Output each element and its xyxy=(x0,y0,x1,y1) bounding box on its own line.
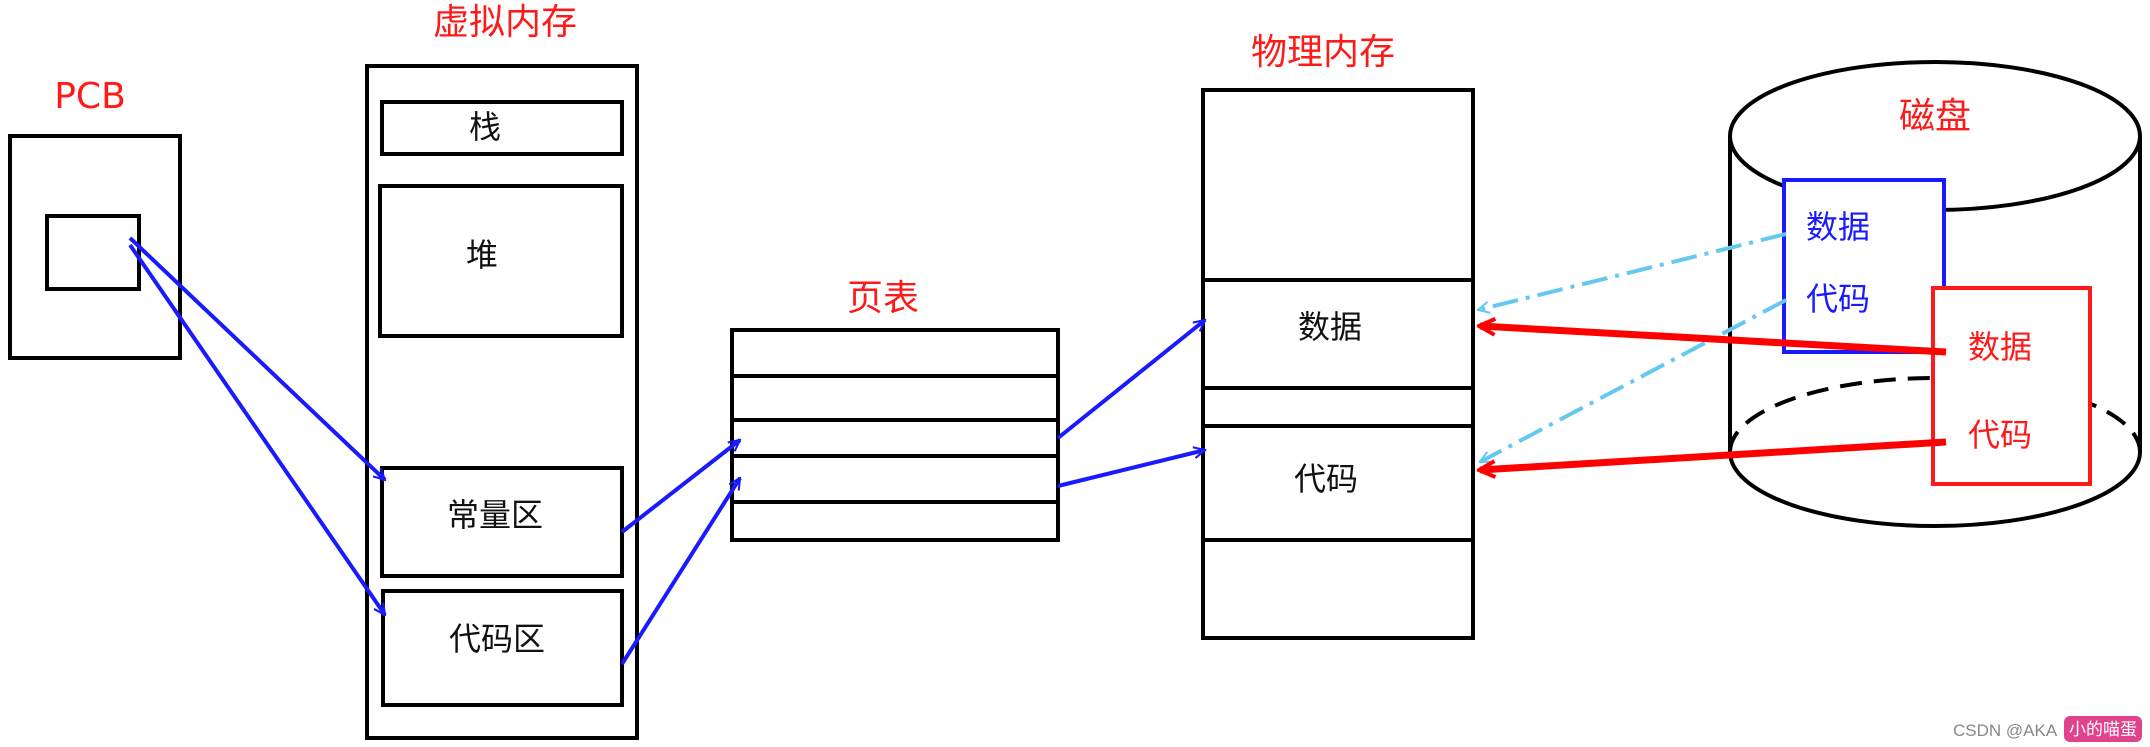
virtual-memory-title: 虚拟内存 xyxy=(433,2,577,43)
watermark-text: CSDN @AKA xyxy=(1953,721,2058,740)
disk-blue-group xyxy=(1782,178,1946,354)
disk-title: 磁盘 xyxy=(1899,96,1971,137)
disk-red-group xyxy=(1931,286,2092,486)
physical-code-label: 代码 xyxy=(1294,460,1358,498)
pcb-pointer-cell xyxy=(45,214,141,291)
page-table-to-code-frame-arrow xyxy=(1057,450,1205,488)
pcb-to-constants-arrow xyxy=(128,236,385,480)
watermark-badge-text: 小的喵蛋 xyxy=(2069,720,2137,739)
pcb-block: PCB xyxy=(8,76,182,360)
code-to-page-table-arrow xyxy=(620,478,742,666)
watermark: CSDN @AKA 小的喵蛋 xyxy=(1953,716,2142,742)
page-table-block: 页表 xyxy=(730,278,1060,542)
vm-constants-segment xyxy=(380,466,624,578)
page-table-box xyxy=(730,328,1060,542)
disk-blue-data-label: 数据 xyxy=(1806,208,1870,246)
disk-block: 磁盘 数据 代码 数据 代码 xyxy=(1728,60,2142,528)
physical-memory-box xyxy=(1201,88,1475,640)
disk-data-dashed-arrow xyxy=(1478,232,1787,310)
vm-heap-segment xyxy=(378,184,624,338)
page-table-title: 页表 xyxy=(847,278,919,319)
disk-blue-code-label: 代码 xyxy=(1806,280,1870,318)
physical-memory-block: 物理内存 数据 代码 xyxy=(1201,32,1475,640)
physical-data-label: 数据 xyxy=(1298,308,1362,346)
vm-stack-label: 栈 xyxy=(469,108,501,146)
disk-red-data-label: 数据 xyxy=(1968,328,2032,366)
disk-data-load-arrow xyxy=(1480,326,1947,356)
disk-bottom-back xyxy=(1728,376,2142,453)
physical-memory-title: 物理内存 xyxy=(1251,32,1395,73)
disk-bottom-front xyxy=(1728,451,2142,528)
constants-to-page-table-arrow xyxy=(620,438,740,534)
mapping-arrows xyxy=(128,232,1947,666)
vm-code-label: 代码区 xyxy=(449,620,545,658)
disk-code-dashed-arrow xyxy=(1480,298,1787,464)
vm-constants-label: 常量区 xyxy=(447,496,543,534)
vm-heap-label: 堆 xyxy=(466,236,498,274)
disk-red-code-label: 代码 xyxy=(1968,416,2032,454)
pcb-box xyxy=(8,134,182,360)
pcb-title: PCB xyxy=(54,76,126,117)
vm-code-segment xyxy=(381,589,624,707)
vm-stack-segment xyxy=(380,100,624,156)
virtual-memory-block: 虚拟内存 栈 堆 常量区 代码区 xyxy=(365,2,639,740)
virtual-memory-box xyxy=(365,64,639,740)
page-table-to-data-frame-arrow xyxy=(1056,318,1205,440)
watermark-badge xyxy=(2064,716,2142,742)
disk-code-load-arrow xyxy=(1480,438,1947,470)
pcb-to-code-arrow xyxy=(128,243,387,615)
